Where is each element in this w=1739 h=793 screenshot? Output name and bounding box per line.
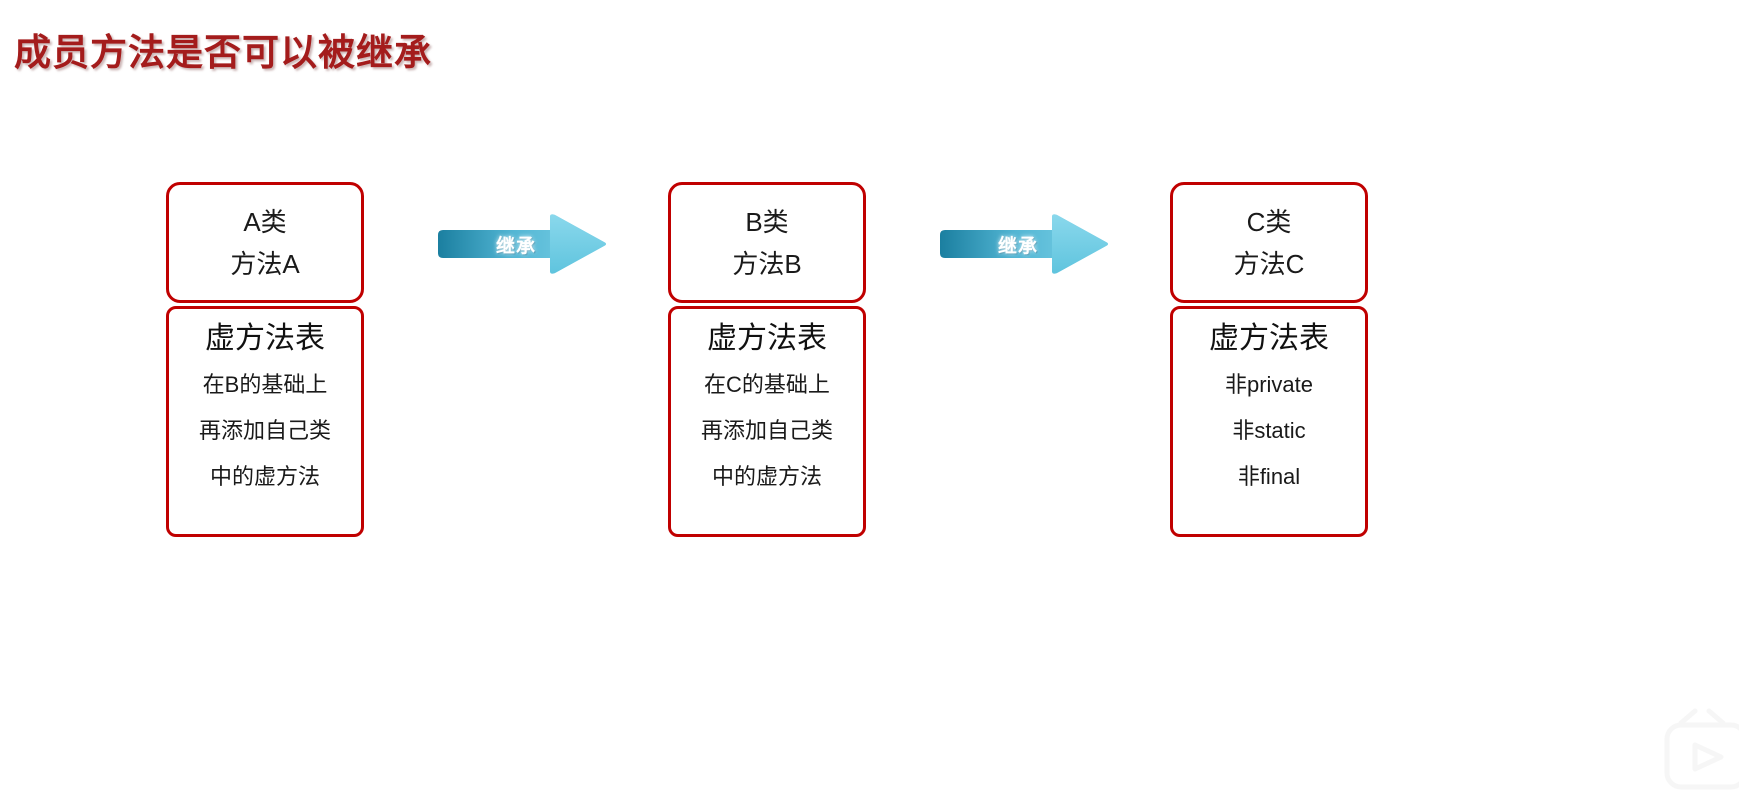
vtable-title-a: 虚方法表 [205, 322, 325, 355]
class-group-a: A类 方法A 虚方法表 在B的基础上 再添加自己类 中的虚方法 [166, 182, 364, 537]
vtable-line-a-3: 中的虚方法 [209, 464, 320, 489]
vtable-line-c-2: 非static [1232, 418, 1306, 443]
vtable-box-a: 虚方法表 在B的基础上 再添加自己类 中的虚方法 [166, 306, 364, 537]
class-group-b: B类 方法B 虚方法表 在C的基础上 再添加自己类 中的虚方法 [668, 182, 866, 537]
arrow-head [1052, 214, 1108, 274]
class-box-a: A类 方法A [166, 182, 364, 303]
arrow-right-icon [940, 214, 1108, 274]
vtable-line-b-2: 再添加自己类 [700, 418, 833, 443]
tv-play-watermark-icon [1664, 708, 1739, 790]
vtable-box-c: 虚方法表 非private 非static 非final [1170, 306, 1368, 537]
vtable-title-c: 虚方法表 [1209, 322, 1329, 355]
class-name-a: A类 [243, 206, 287, 237]
arrow-b-to-c: 继承 [934, 213, 1110, 275]
arrow-head [550, 214, 606, 274]
vtable-line-c-3: 非final [1237, 464, 1301, 489]
vtable-box-b: 虚方法表 在C的基础上 再添加自己类 中的虚方法 [668, 306, 866, 537]
class-box-c: C类 方法C [1170, 182, 1368, 303]
vtable-line-b-3: 中的虚方法 [711, 464, 822, 489]
vtable-line-a-2: 再添加自己类 [198, 418, 331, 443]
class-method-a: 方法A [230, 248, 300, 279]
page-title: 成员方法是否可以被继承 [14, 32, 432, 73]
class-name-c: C类 [1246, 206, 1292, 237]
class-method-b: 方法B [732, 248, 802, 279]
class-name-b: B类 [745, 206, 789, 237]
vtable-line-b-1: 在C的基础上 [704, 372, 830, 397]
vtable-line-a-1: 在B的基础上 [202, 372, 328, 397]
vtable-title-b: 虚方法表 [707, 322, 827, 355]
vtable-line-c-1: 非private [1224, 372, 1314, 397]
arrow-a-to-b: 继承 [432, 213, 608, 275]
class-box-b: B类 方法B [668, 182, 866, 303]
arrow-right-icon [438, 214, 606, 274]
class-method-c: 方法C [1233, 248, 1305, 279]
class-group-c: C类 方法C 虚方法表 非private 非static 非final [1170, 182, 1368, 537]
